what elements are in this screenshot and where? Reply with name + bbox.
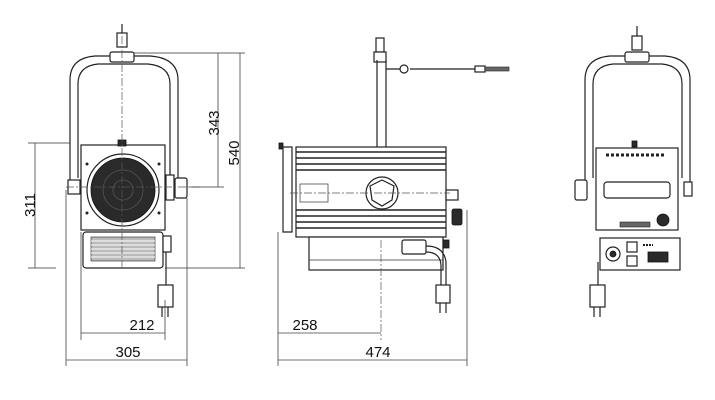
dim-540: 540	[226, 140, 243, 165]
dim-311: 311	[22, 193, 39, 217]
tilt-knob	[174, 177, 188, 199]
barndoor-ring	[282, 146, 293, 233]
side-power-plug	[435, 284, 451, 304]
dim-474: 474	[365, 344, 390, 361]
display	[647, 251, 669, 263]
dimmer-knob	[656, 213, 670, 227]
rear-power-plug	[589, 284, 606, 308]
rear-handle	[603, 181, 671, 199]
fresnel-lens	[90, 157, 156, 223]
dim-258: 258	[292, 317, 317, 334]
side-view: 258 474	[277, 37, 510, 366]
front-view: 343 540 311 212 305	[22, 24, 245, 366]
dim-305: 305	[115, 344, 140, 361]
power-plug	[157, 284, 174, 308]
dim-343: 343	[206, 110, 223, 135]
dim-212: 212	[129, 317, 154, 334]
rear-view	[574, 26, 693, 317]
